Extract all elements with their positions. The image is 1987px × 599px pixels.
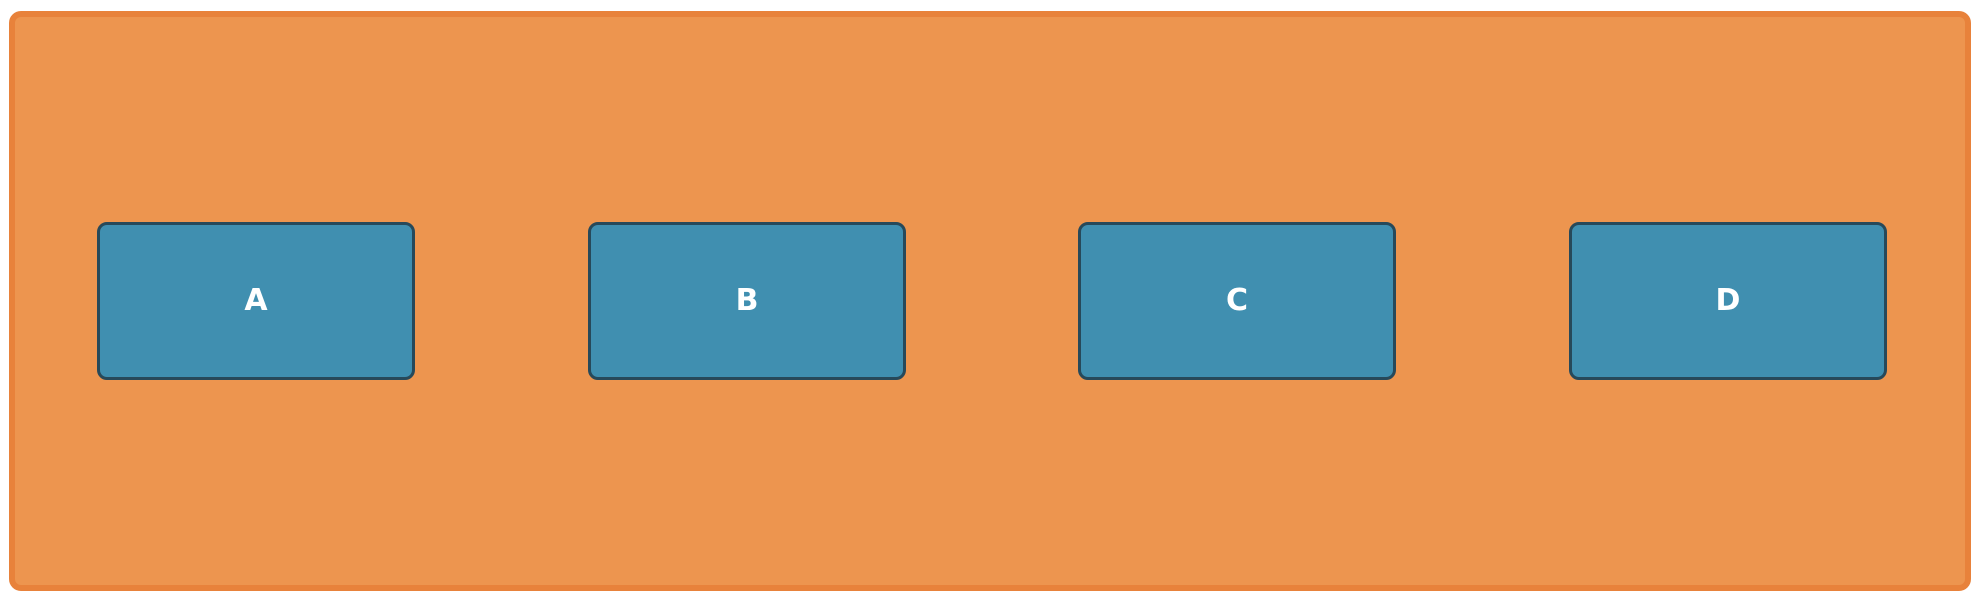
- box-a-label: A: [244, 283, 268, 318]
- box-b: B: [588, 222, 906, 380]
- box-d-label: D: [1715, 283, 1741, 318]
- box-a: A: [97, 222, 415, 380]
- box-c: C: [1078, 222, 1396, 380]
- box-c-label: C: [1225, 283, 1249, 318]
- box-d: D: [1569, 222, 1887, 380]
- box-b-label: B: [735, 283, 759, 318]
